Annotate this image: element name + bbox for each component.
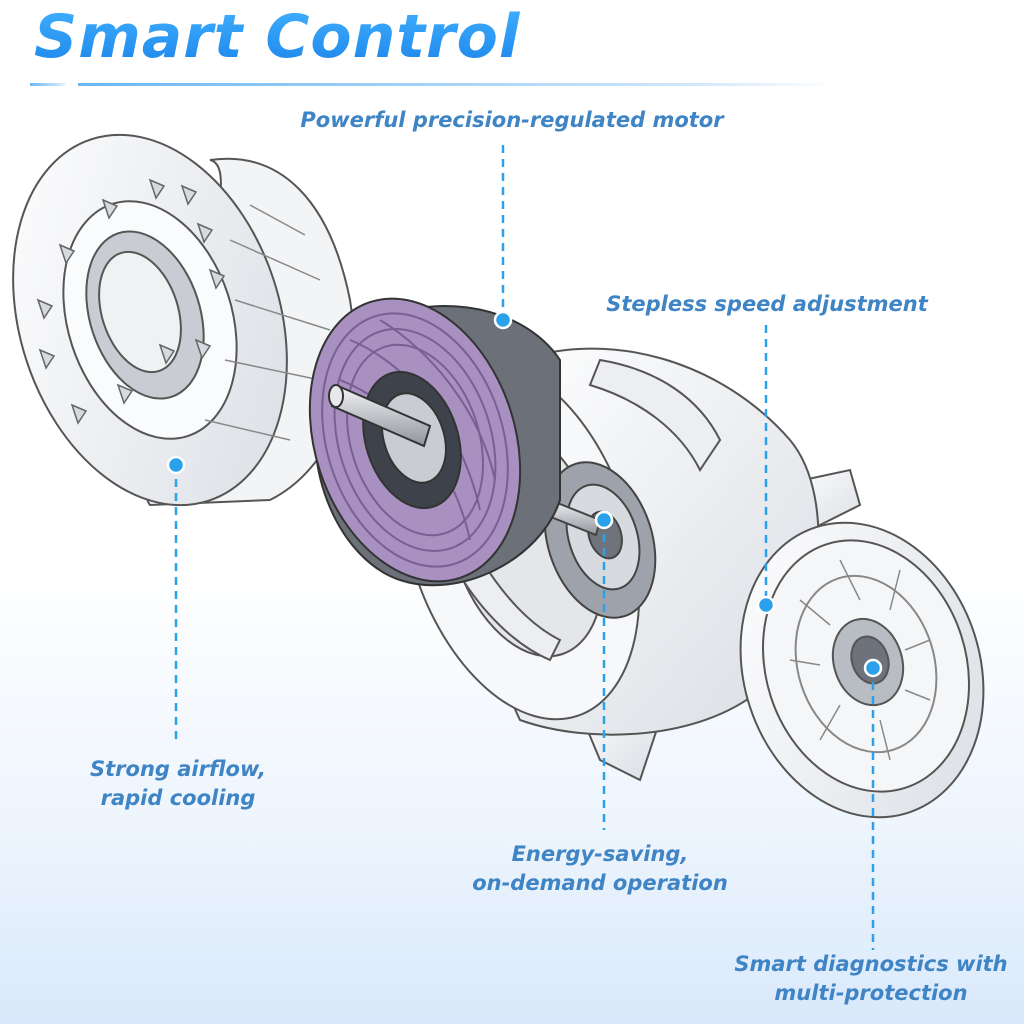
callout-energy: Energy-saving, on-demand operation xyxy=(440,840,760,898)
callout-motor-text: Powerful precision-regulated motor xyxy=(300,108,724,132)
page-title: Smart Control xyxy=(34,2,521,72)
callout-dot-energy xyxy=(594,510,614,530)
callout-dot-speed xyxy=(756,595,776,615)
callout-energy-line2: on-demand operation xyxy=(472,871,728,895)
callout-dot-diagnostics xyxy=(863,658,883,678)
callout-diagnostics-line2: multi-protection xyxy=(774,981,968,1005)
callout-speed: Stepless speed adjustment xyxy=(590,290,944,319)
callout-energy-line1: Energy-saving, xyxy=(511,842,689,866)
stator-windings xyxy=(308,297,561,587)
callout-airflow-line2: rapid cooling xyxy=(100,786,256,810)
callout-speed-text: Stepless speed adjustment xyxy=(606,292,928,316)
callout-diagnostics: Smart diagnostics with multi-protection xyxy=(718,950,1024,1008)
callout-motor: Powerful precision-regulated motor xyxy=(250,106,774,135)
fan-housing xyxy=(12,133,355,507)
callout-airflow-line1: Strong airflow, xyxy=(90,757,266,781)
title-underline xyxy=(78,83,838,86)
callout-diagnostics-line1: Smart diagnostics with xyxy=(734,952,1008,976)
callout-dot-motor xyxy=(493,310,513,330)
title-underline-left xyxy=(30,83,68,86)
rotor-assembly xyxy=(543,461,657,619)
callout-airflow: Strong airflow, rapid cooling xyxy=(68,755,288,813)
callout-dot-airflow xyxy=(166,455,186,475)
